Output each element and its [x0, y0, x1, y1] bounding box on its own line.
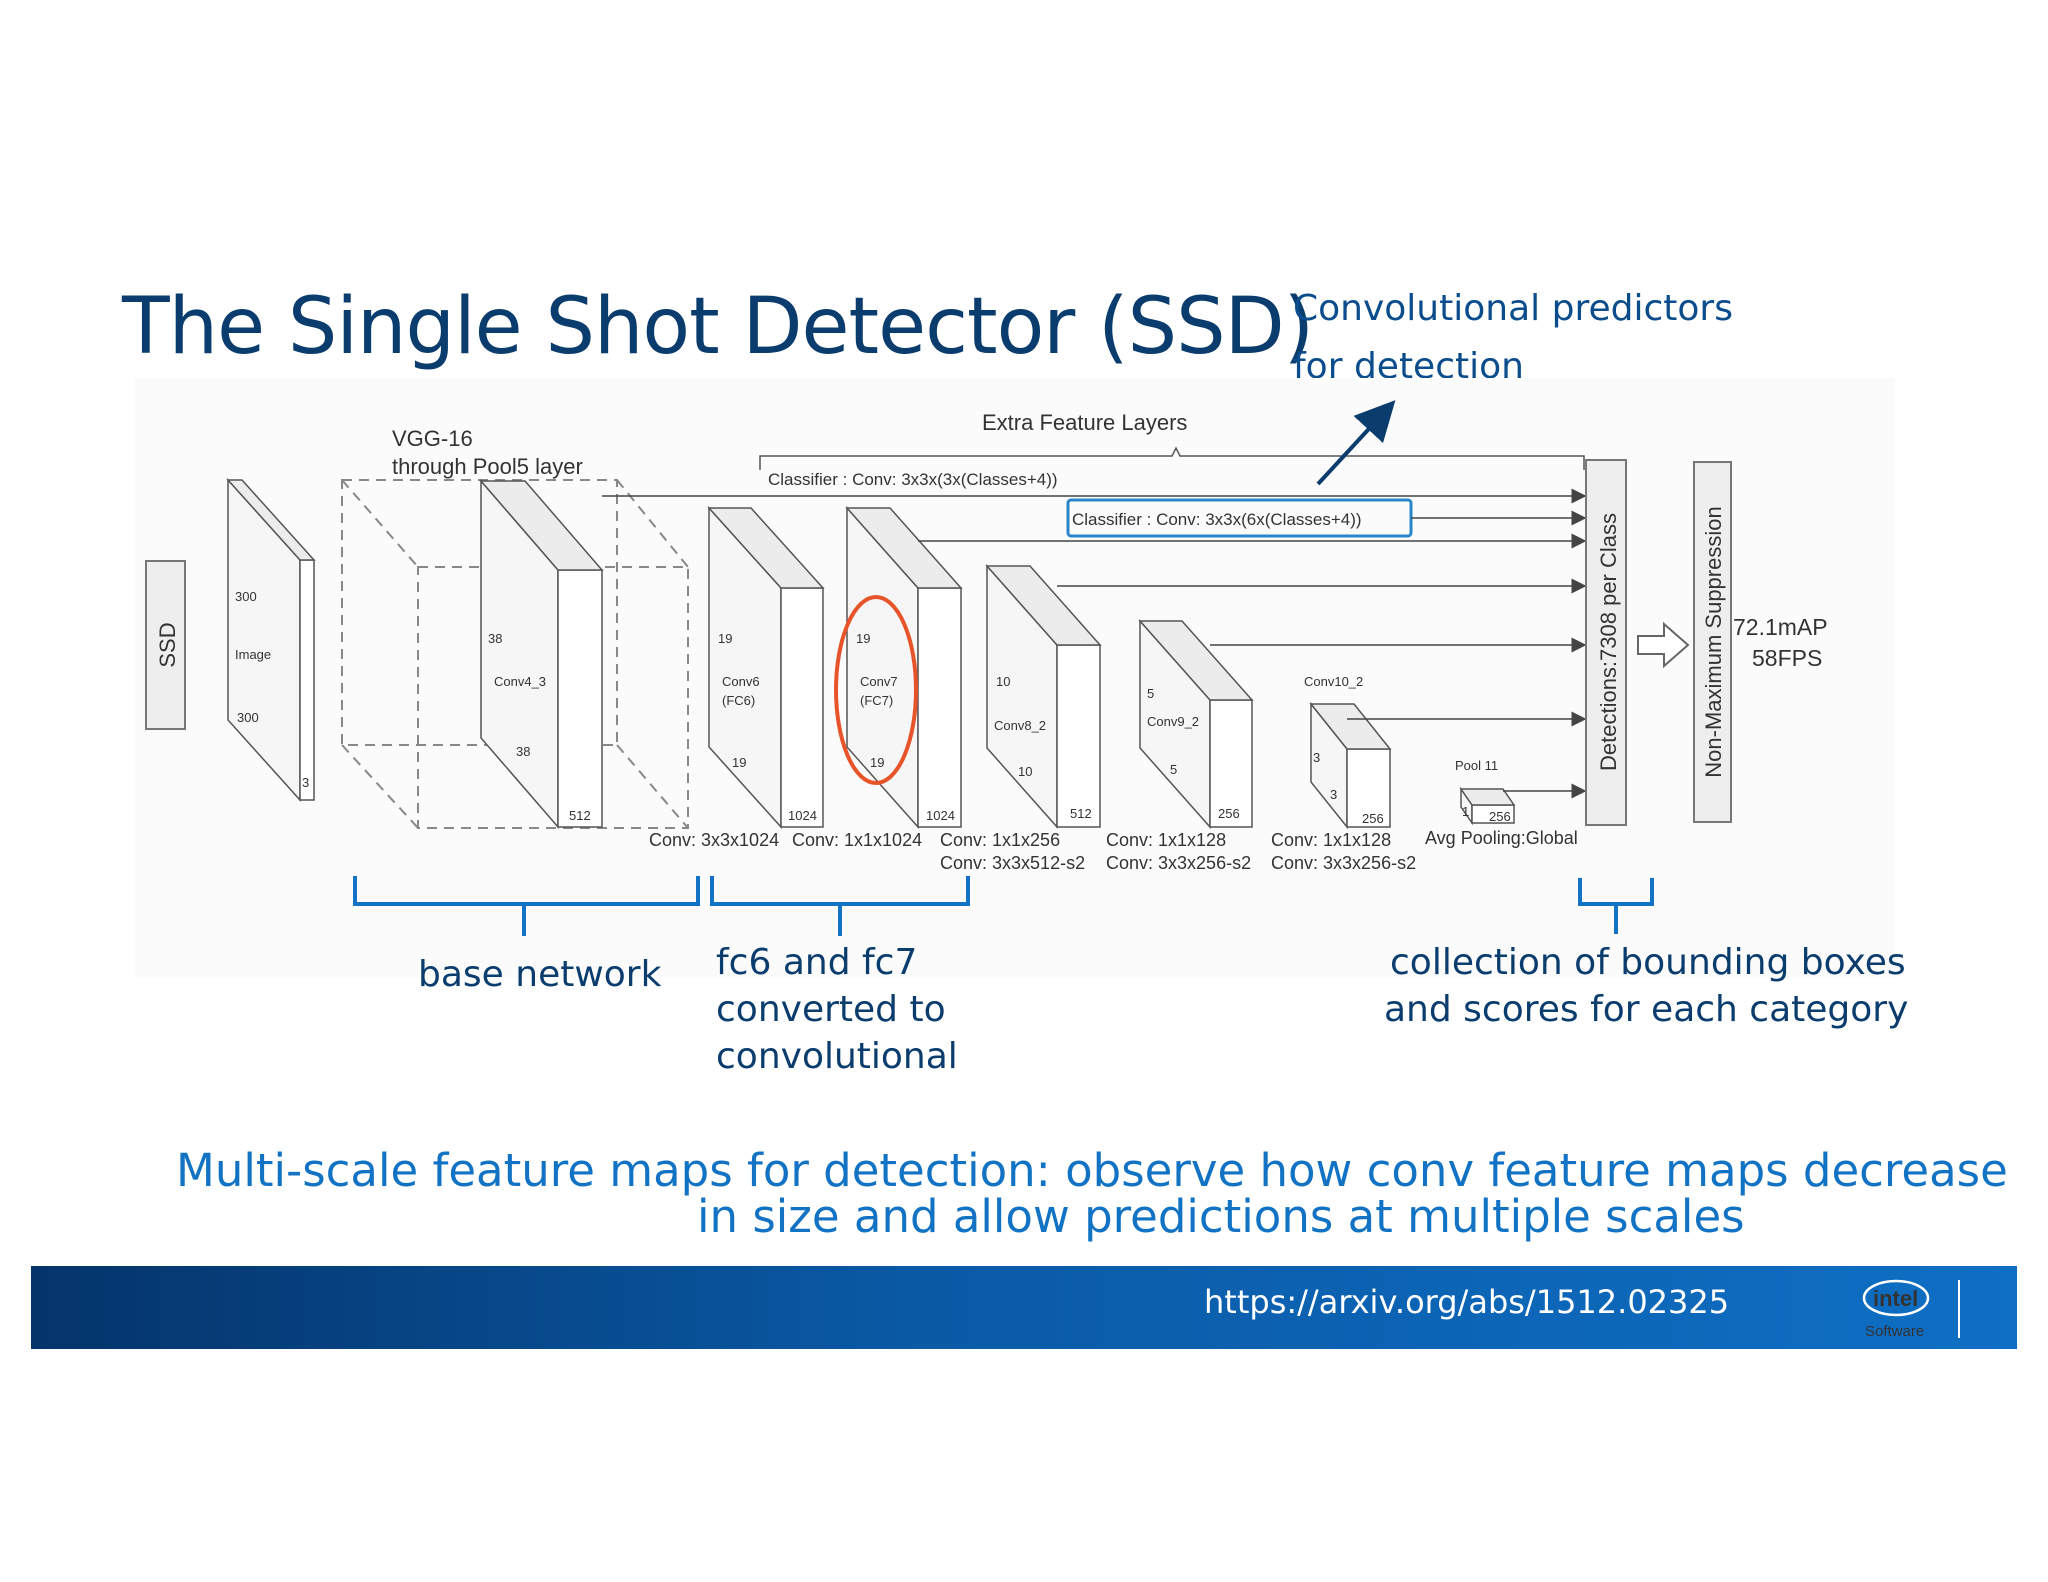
footer-url[interactable]: https://arxiv.org/abs/1512.02325 [1204, 1283, 1730, 1321]
conv8-2-name: Conv8_2 [994, 718, 1046, 733]
image-name: Image [235, 647, 271, 662]
conv10-2-depth: 256 [1362, 811, 1384, 826]
image-height: 300 [235, 589, 257, 604]
conv-label-6: Avg Pooling:Global [1425, 828, 1578, 848]
brace-fc-layers [710, 876, 970, 936]
nms-hollow-arrow [1637, 621, 1690, 669]
vgg-label-line1: VGG-16 [392, 426, 473, 451]
vgg-dashed-block [341, 479, 689, 829]
conv-label-8: Conv: 3x3x256-s2 [1106, 853, 1251, 873]
classifier-top-label: Classifier : Conv: 3x3x(3x(Classes+4)) [768, 470, 1058, 489]
fps-label: 58FPS [1752, 645, 1822, 671]
intel-logo-text: intel [1873, 1286, 1918, 1311]
conv-label-2: Conv: 1x1x1024 [792, 830, 922, 850]
conv9-2-bottom: 5 [1170, 762, 1177, 777]
conv4-3-bottom: 38 [516, 744, 530, 759]
brace-base-network [353, 876, 700, 936]
caption-line2: in size and allow predictions at multipl… [697, 1190, 1745, 1243]
conv10-2-block [1309, 701, 1392, 830]
pool11-name: Pool 11 [1455, 758, 1498, 773]
image-width: 300 [237, 710, 259, 725]
braces [353, 876, 1654, 936]
conv6-block [707, 506, 825, 829]
conv10-2-top: 3 [1313, 750, 1320, 765]
conv-label-5: Conv: 1x1x128 [1271, 830, 1391, 850]
vgg-label-line2: through Pool5 layer [392, 454, 583, 479]
conv9-2-top: 5 [1147, 686, 1154, 701]
pool11-block [1459, 786, 1516, 826]
conv7-sub: (FC7) [860, 693, 893, 708]
conv-label-9: Conv: 3x3x256-s2 [1271, 853, 1416, 873]
conv7-name: Conv7 [860, 674, 898, 689]
image-channels: 3 [302, 775, 309, 790]
conv7-highlight-ellipse [834, 595, 918, 785]
base-network-annotation: base network [418, 954, 662, 995]
conv8-2-bottom: 10 [1018, 764, 1032, 779]
conv4-3-depth: 512 [569, 808, 591, 823]
conv7-depth: 1024 [926, 808, 955, 823]
nms-box [1693, 461, 1732, 823]
conv10-2-name: Conv10_2 [1304, 674, 1363, 689]
ssd-label: SSD [155, 622, 180, 667]
conv4-3-top: 38 [488, 631, 502, 646]
intel-logo: intel Software [1831, 1274, 1971, 1348]
conv6-top: 19 [718, 631, 732, 646]
nms-label: Non-Maximum Suppression [1701, 506, 1726, 777]
conv8-2-top: 10 [996, 674, 1010, 689]
extra-layers-bracket [759, 446, 1585, 470]
caption-line1: Multi-scale feature maps for detection: … [176, 1144, 2008, 1197]
classifier-box-label: Classifier : Conv: 3x3x(6x(Classes+4)) [1072, 510, 1362, 529]
input-image-block [226, 478, 316, 802]
collection-annotation-line2: and scores for each category [1384, 989, 1909, 1030]
extra-layers-label: Extra Feature Layers [982, 410, 1187, 435]
pool11-top: 1 [1462, 804, 1469, 819]
slide-title: The Single Shot Detector (SSD) [122, 282, 1314, 372]
conv7-bottom: 19 [870, 755, 884, 770]
detections-label: Detections:7308 per Class [1596, 513, 1621, 771]
conv6-name: Conv6 [722, 674, 760, 689]
fc-annotation-line1: fc6 and fc7 [716, 942, 918, 983]
conv9-2-name: Conv9_2 [1147, 714, 1199, 729]
conv9-2-block [1138, 619, 1254, 829]
predictor-note-arrow [1316, 400, 1396, 486]
collection-annotation-line1: collection of bounding boxes [1390, 942, 1906, 983]
conv-label-3: Conv: 1x1x256 [940, 830, 1060, 850]
conv-label-4: Conv: 1x1x128 [1106, 830, 1226, 850]
conv-label-1: Conv: 3x3x1024 [649, 830, 779, 850]
detections-box [1585, 459, 1627, 826]
pool11-depth: 256 [1489, 809, 1511, 824]
conv10-2-bottom: 3 [1330, 787, 1337, 802]
conv-label-7: Conv: 3x3x512-s2 [940, 853, 1085, 873]
detection-arrows [602, 488, 1587, 799]
conv8-2-depth: 512 [1070, 806, 1092, 821]
conv4-3-name: Conv4_3 [494, 674, 546, 689]
map-label: 72.1mAP [1733, 614, 1828, 640]
conv7-top: 19 [856, 631, 870, 646]
conv9-2-depth: 256 [1218, 806, 1240, 821]
predictor-note-line1: Convolutional predictors [1293, 288, 1733, 329]
conv6-bottom: 19 [732, 755, 746, 770]
fc-annotation-line3: convolutional [716, 1036, 958, 1077]
conv6-depth: 1024 [788, 808, 817, 823]
conv4-3-block [479, 478, 604, 830]
footer-bar: https://arxiv.org/abs/1512.02325 intel S… [31, 1266, 2017, 1349]
ssd-box [145, 560, 186, 730]
fc-annotation-line2: converted to [716, 989, 946, 1030]
intel-logo-sub: Software [1865, 1323, 1924, 1340]
brace-collection [1578, 878, 1654, 934]
conv6-sub: (FC6) [722, 693, 755, 708]
conv7-block [845, 506, 963, 829]
conv8-2-block [985, 564, 1102, 829]
